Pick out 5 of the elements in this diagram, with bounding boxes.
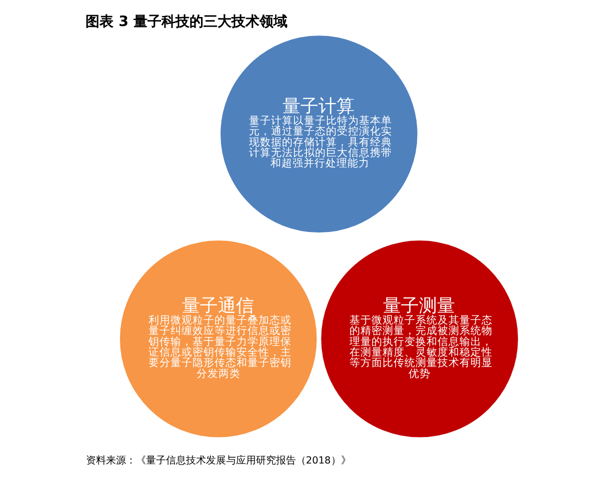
diagram-title: 图表 3 量子科技的三大技术领域 xyxy=(86,14,288,30)
caption: 资料来源：《量子信息技术发展与应用研究报告（2018）》 xyxy=(86,455,351,466)
node-circle: 量子测量 基于微观粒子系统及其量子态的精密测量，完成被测系统物理量的执行变换和信息输出，在测量精度、灵敏度和稳定性等方面比传统测量技术有明显优势 xyxy=(320,240,519,438)
node-circle: 量子通信 利用微观粒子的量子叠加态或量子纠缠效应等进行信息或密钥传输，基于量子力学原理保证信息或密钥传输安全性，主要分量子隐形传态和量子密钥分发两类 xyxy=(119,240,318,438)
node-circle: 量子计算 量子计算以量子比特为基本单元，通过量子态的受控演化实现数据的存储计算，具有经典计算无法比拟的巨大信息携带和超强并行处理能力 xyxy=(220,34,418,234)
